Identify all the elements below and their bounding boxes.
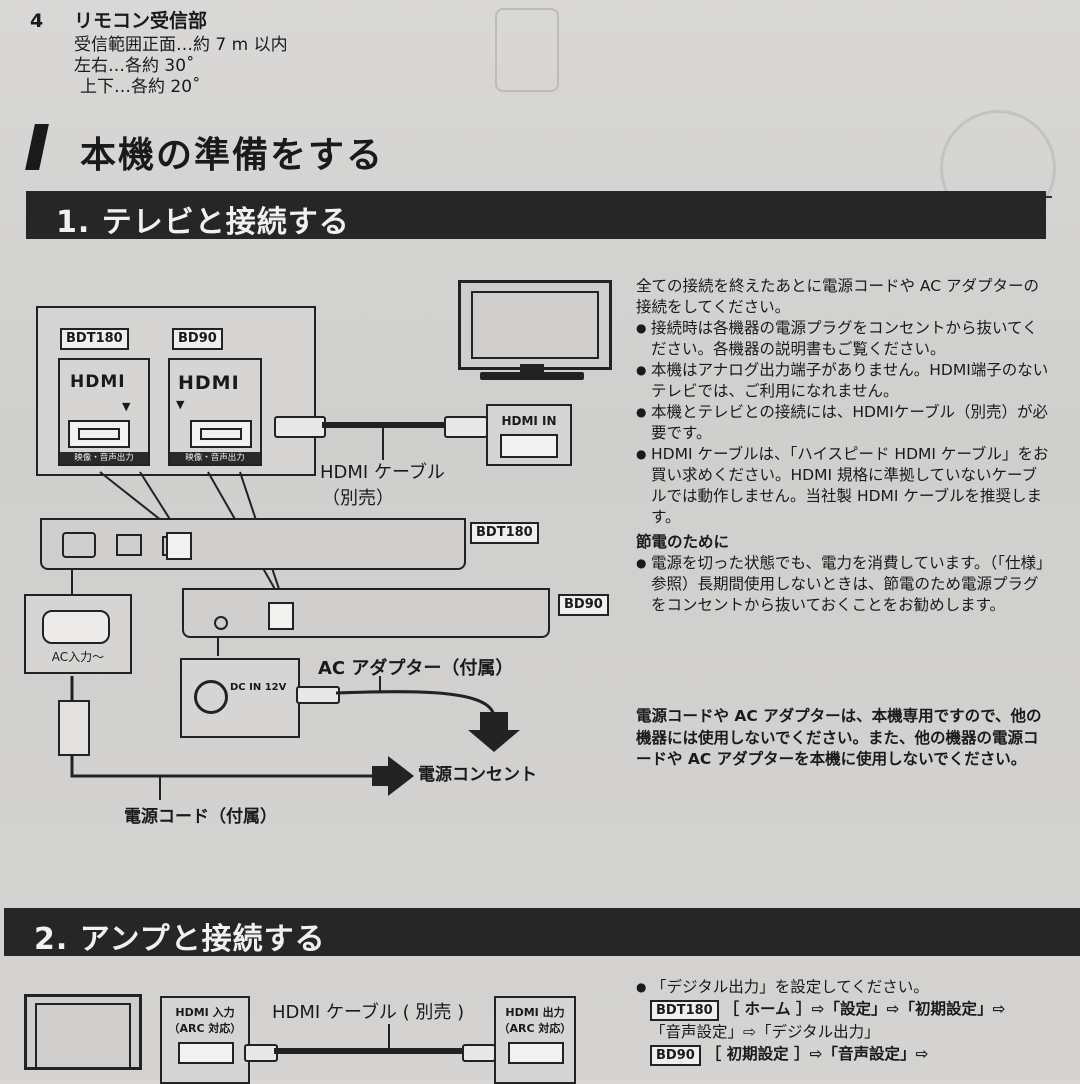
section2-notes: 「デジタル出力」を設定してください。 BDT180 ［ ホーム ］⇨「設定」⇨「… — [636, 976, 1066, 1066]
leader-line — [382, 428, 384, 460]
hdmi-plug-icon — [444, 416, 488, 438]
tv-icon — [24, 994, 142, 1070]
tv-hdmi-arc-box: HDMI 入力 （ARC 対応） — [160, 996, 250, 1084]
power-plug-icon — [58, 700, 90, 756]
dc-plug-icon — [296, 686, 340, 704]
hdmi-port-icon — [268, 602, 294, 630]
tag-bd90: BD90 — [172, 328, 223, 350]
cords-svg — [70, 676, 520, 800]
hdmi-port-icon — [178, 1042, 234, 1064]
bdt180-path-1: ［ ホーム ］⇨「設定」⇨「初期設定」⇨ — [723, 1000, 1006, 1018]
tv-hdmi-in-label: HDMI IN — [501, 414, 557, 428]
bdt180-device — [40, 518, 466, 570]
hdmi-in-label: HDMI 入力 — [175, 1006, 235, 1019]
bdt180-steps: BDT180 ［ ホーム ］⇨「設定」⇨「初期設定」⇨ — [650, 998, 1066, 1021]
lan-port-icon — [116, 534, 142, 556]
note-item: 本機とテレビとの接続には、HDMIケーブル（別売）が必要です。 — [636, 402, 1052, 444]
tag-bdt180: BDT180 — [650, 1000, 719, 1021]
arrow-down-icon: ▼ — [176, 398, 185, 411]
intro-text: 全ての接続を終えたあとに電源コードや AC アダプターの接続をしてください。 — [636, 277, 1040, 316]
section1-header: 1. テレビと接続する — [26, 191, 1046, 240]
ac-adapter-label: AC アダプター（付属） — [318, 658, 514, 679]
receiver-range-front: 受信範囲正面…約 7 m 以内 — [74, 35, 288, 55]
leader-line — [388, 1024, 390, 1048]
ac-inlet-box: AC入力～ — [24, 594, 132, 674]
hdmi-port-icon — [68, 420, 130, 448]
receiver-range-lr: 左右…各約 30˚ — [74, 56, 195, 76]
connection-diagram: BDT180 BD90 HDMI ▼ 映像・音声出力 HDMI ▼ 映像・音声出… — [0, 0, 630, 900]
hdmi-port-icon — [166, 532, 192, 560]
tag-bdt180: BDT180 — [60, 328, 129, 350]
section2-title: 2. アンプと接続する — [34, 922, 326, 957]
hdmi-out-label: HDMI 出力 — [505, 1006, 565, 1019]
hdmi-plug-icon — [462, 1044, 496, 1062]
heading-title: リモコン受信部 — [74, 10, 208, 32]
note-item: 接続時は各機器の電源プラグをコンセントから抜いてください。各機器の説明書もご覧く… — [636, 318, 1052, 360]
remote-receiver-heading: 4 リモコン受信部 — [30, 6, 207, 33]
hdmi-cable-label: HDMI ケーブル ( 別売 ) — [272, 1002, 465, 1023]
bd90-port-box: HDMI ▼ 映像・音声出力 — [168, 358, 262, 466]
tv-icon — [458, 280, 612, 370]
dc-in-label: DC IN 12V — [230, 682, 287, 693]
bdt180-port-box: HDMI ▼ 映像・音声出力 — [58, 358, 150, 466]
heading-number: 4 — [30, 10, 44, 32]
note-item: 本機はアナログ出力端子がありません。HDMI端子のないテレビでは、ご利用になれま… — [636, 360, 1052, 402]
tag-bd90: BD90 — [650, 1045, 701, 1066]
hdmi-port-icon — [508, 1042, 564, 1064]
eco-title: 節電のために — [636, 533, 730, 551]
hdmi-logo: HDMI — [178, 372, 240, 394]
amp-hdmi-out-box: HDMI 出力 （ARC 対応） — [494, 996, 576, 1084]
tv-base-icon — [480, 372, 584, 380]
ac-in-label: AC入力～ — [51, 650, 105, 664]
dc-jack-icon — [194, 680, 228, 714]
hdmi-cable-note: （別売） — [322, 488, 394, 509]
bd90-steps: BD90 ［ 初期設定 ］⇨「音声設定」⇨ — [650, 1043, 1066, 1066]
section1-title: 1. テレビと接続する — [56, 205, 350, 240]
hdmi-cable-line — [274, 1048, 462, 1054]
bd90-path: ［ 初期設定 ］⇨「音声設定」⇨ — [705, 1045, 929, 1063]
arrow-down-icon: ▼ — [122, 400, 131, 413]
device-tag-bd90: BD90 — [558, 594, 609, 616]
arc-note: （ARC 対応） — [168, 1022, 242, 1035]
section1-notes: 全ての接続を終えたあとに電源コードや AC アダプターの接続をしてください。 接… — [636, 276, 1052, 616]
eco-note: 電源を切った状態でも、電力を消費しています。（「仕様」参照）長期間使用しないとき… — [636, 553, 1052, 616]
hdmi-plug-icon — [244, 1044, 278, 1062]
warning-text: 電源コードや AC アダプターは、本機専用ですので、他の機器には使用しないでくだ… — [636, 707, 1042, 768]
show-through-mark — [495, 8, 559, 92]
receiver-range-ud: 上下…各約 20˚ — [80, 77, 201, 97]
tv-stand-icon — [520, 364, 544, 374]
page-title: 本機の準備をする — [80, 135, 385, 176]
port-caption: 映像・音声出力 — [60, 452, 148, 464]
hdmi-port-icon — [190, 420, 252, 448]
outlet-label: 電源コンセント — [418, 765, 537, 785]
digital-output-note: 「デジタル出力」を設定してください。 — [636, 976, 1066, 998]
dc-in-port-icon — [214, 616, 228, 630]
section2-header: 2. アンプと接続する — [4, 908, 1080, 957]
device-tag-bdt180: BDT180 — [470, 522, 539, 544]
bdt180-path-2: 「音声設定」⇨「デジタル出力」 — [650, 1023, 880, 1041]
hdmi-logo: HDMI — [70, 372, 126, 392]
power-cord-label: 電源コード（付属） — [124, 807, 277, 827]
arc-note: （ARC 対応） — [498, 1022, 572, 1035]
bd90-device — [182, 588, 550, 638]
hdmi-cable-line — [322, 422, 444, 428]
hdmi-cable-label: HDMI ケーブル — [320, 462, 445, 483]
ac-inlet-icon — [62, 532, 96, 558]
note-item: HDMI ケーブルは、「ハイスピード HDMI ケーブル」をお買い求めください。… — [636, 444, 1052, 528]
hdmi-port-icon — [500, 434, 558, 458]
port-caption: 映像・音声出力 — [170, 452, 260, 464]
ac-socket-icon — [42, 610, 110, 644]
